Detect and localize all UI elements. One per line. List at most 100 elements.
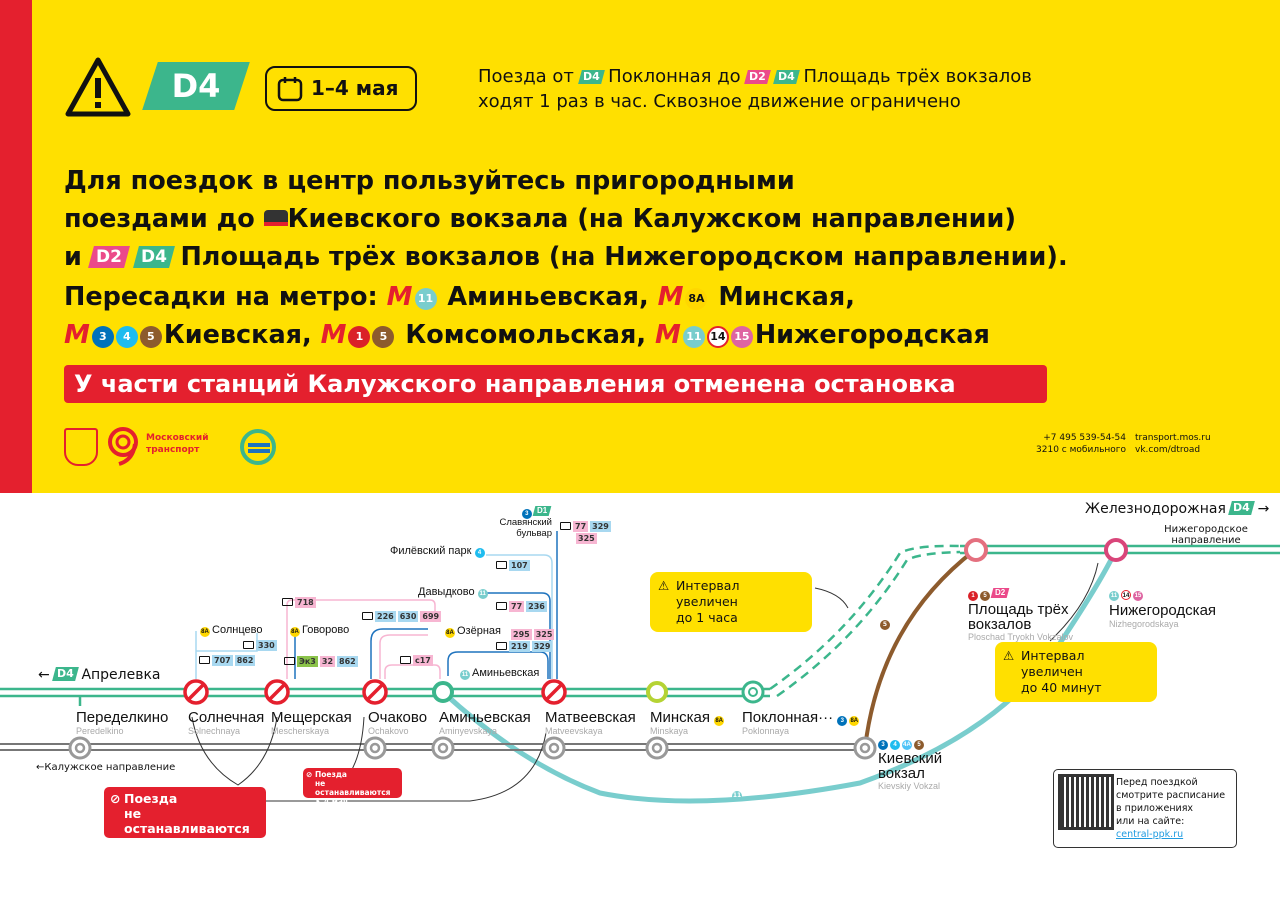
station-name: Аминьевская [439, 709, 531, 726]
metro-line-badge: 3 [521, 509, 532, 519]
station-name-latin: Mescherskaya [271, 726, 330, 736]
metro-logo-icon: М [654, 320, 681, 350]
station-marker-inner[interactable] [748, 687, 758, 697]
bus-route-tag[interactable]: 707 [212, 655, 233, 666]
site-link[interactable]: transport.mos.ru [1135, 433, 1211, 443]
metro-logo-icon: М [320, 320, 347, 350]
bus-route-tag[interactable]: 699 [420, 611, 442, 622]
bus-icon [400, 656, 411, 664]
bus-route-tag[interactable]: 77 [573, 521, 589, 532]
bus-route-tag[interactable]: 329 [531, 641, 553, 652]
bus-route-tag[interactable]: 325 [533, 629, 555, 640]
bus-route-tag[interactable]: 862 [234, 655, 256, 666]
bus-route-tag[interactable]: с17 [413, 655, 433, 666]
bus-route-tag[interactable]: 295 [511, 629, 532, 640]
bus-route-tag[interactable]: 236 [526, 601, 547, 612]
bus-route-tag[interactable]: 630 [397, 611, 419, 622]
metro-station-name: Филёвский парк [390, 545, 472, 557]
station-marker-inner[interactable] [74, 742, 86, 754]
metro-line-badge: 8А [445, 628, 455, 638]
metro-line-badge: 3 [837, 716, 848, 726]
station-name-latin: Minskaya [650, 726, 689, 736]
station-name-latin: Poklonnaya [742, 726, 790, 736]
metro-logo-icon: М [386, 282, 413, 312]
bus-route-tag[interactable]: 862 [337, 656, 358, 667]
bus-route-tag[interactable]: Эк3 [297, 656, 318, 667]
text: Минская, [718, 282, 855, 312]
bus-route-tag[interactable]: 219 [509, 641, 530, 652]
metro-line-badge: 8А [714, 716, 725, 726]
bus-route-tag[interactable]: 32 [319, 656, 336, 667]
d4-badge: D4 [1228, 501, 1256, 515]
qr-code-icon[interactable] [1058, 774, 1114, 830]
station-marker-inner[interactable] [437, 742, 449, 754]
no-stop-icon [268, 683, 286, 701]
no-stop-icon [187, 683, 205, 701]
bus-route-tag[interactable]: 77 [509, 601, 525, 612]
phone[interactable]: +7 495 539-54-54 [1043, 433, 1126, 443]
text: Киевского вокзала (на Калужском направле… [287, 204, 1016, 234]
station-marker[interactable] [646, 681, 668, 703]
d4-line-label: D4 [171, 67, 221, 105]
metro-station-name: Солнцево [212, 624, 263, 636]
bus-route-tag[interactable]: 107 [509, 560, 530, 571]
callout-leaders [191, 562, 1099, 802]
bus-route-tag[interactable]: 325 [576, 533, 597, 544]
station-marker[interactable] [1104, 538, 1128, 562]
station-name-latin: Ochakovo [368, 726, 409, 736]
vk-link[interactable]: vk.com/dtroad [1135, 445, 1201, 455]
bus-route-tag[interactable]: 718 [295, 597, 316, 608]
bus-route-tag[interactable]: 330 [256, 640, 277, 651]
station-marker-inner[interactable] [369, 742, 381, 754]
bus-icon [560, 522, 571, 530]
bus-icon [243, 641, 254, 649]
bus-routes: с17 [400, 655, 433, 666]
metro-line-badge: 8А [849, 716, 860, 726]
bus-route-tag[interactable]: 226 [375, 611, 396, 622]
bus-icon [284, 657, 295, 665]
notice-seg: Поклонная до [608, 66, 741, 87]
station-marker-inner[interactable] [859, 742, 871, 754]
bus-routes: 718 [282, 597, 316, 608]
ppk-site-link[interactable]: central-ppk.ru [1116, 829, 1184, 840]
station-marker-inner[interactable] [651, 742, 663, 754]
notice-line2: ходят 1 раз в час. Сквозное движение огр… [478, 91, 961, 112]
metro-line-badge: 14 [1121, 590, 1131, 600]
station-marker[interactable] [432, 681, 454, 703]
bus-route-tag[interactable]: 329 [590, 521, 611, 532]
station-marker-inner[interactable] [548, 742, 560, 754]
metro-line-badge: 1 [968, 591, 978, 601]
station-name-latin: Peredelkino [76, 726, 124, 736]
kaluga-direction-label: Калужское направление [44, 762, 176, 773]
metro-station-5[interactable]: Филёвский парк 4 [390, 545, 487, 558]
d4-badge: D4 [52, 667, 79, 681]
metro-line-badge: 11 [682, 326, 705, 348]
station-marker[interactable] [964, 538, 988, 562]
bus-icon [496, 642, 507, 650]
calendar-icon [277, 77, 303, 102]
metro-station-4[interactable]: Давыдково 11 [418, 586, 490, 599]
no-stop-icon: ⊘ [306, 770, 313, 779]
